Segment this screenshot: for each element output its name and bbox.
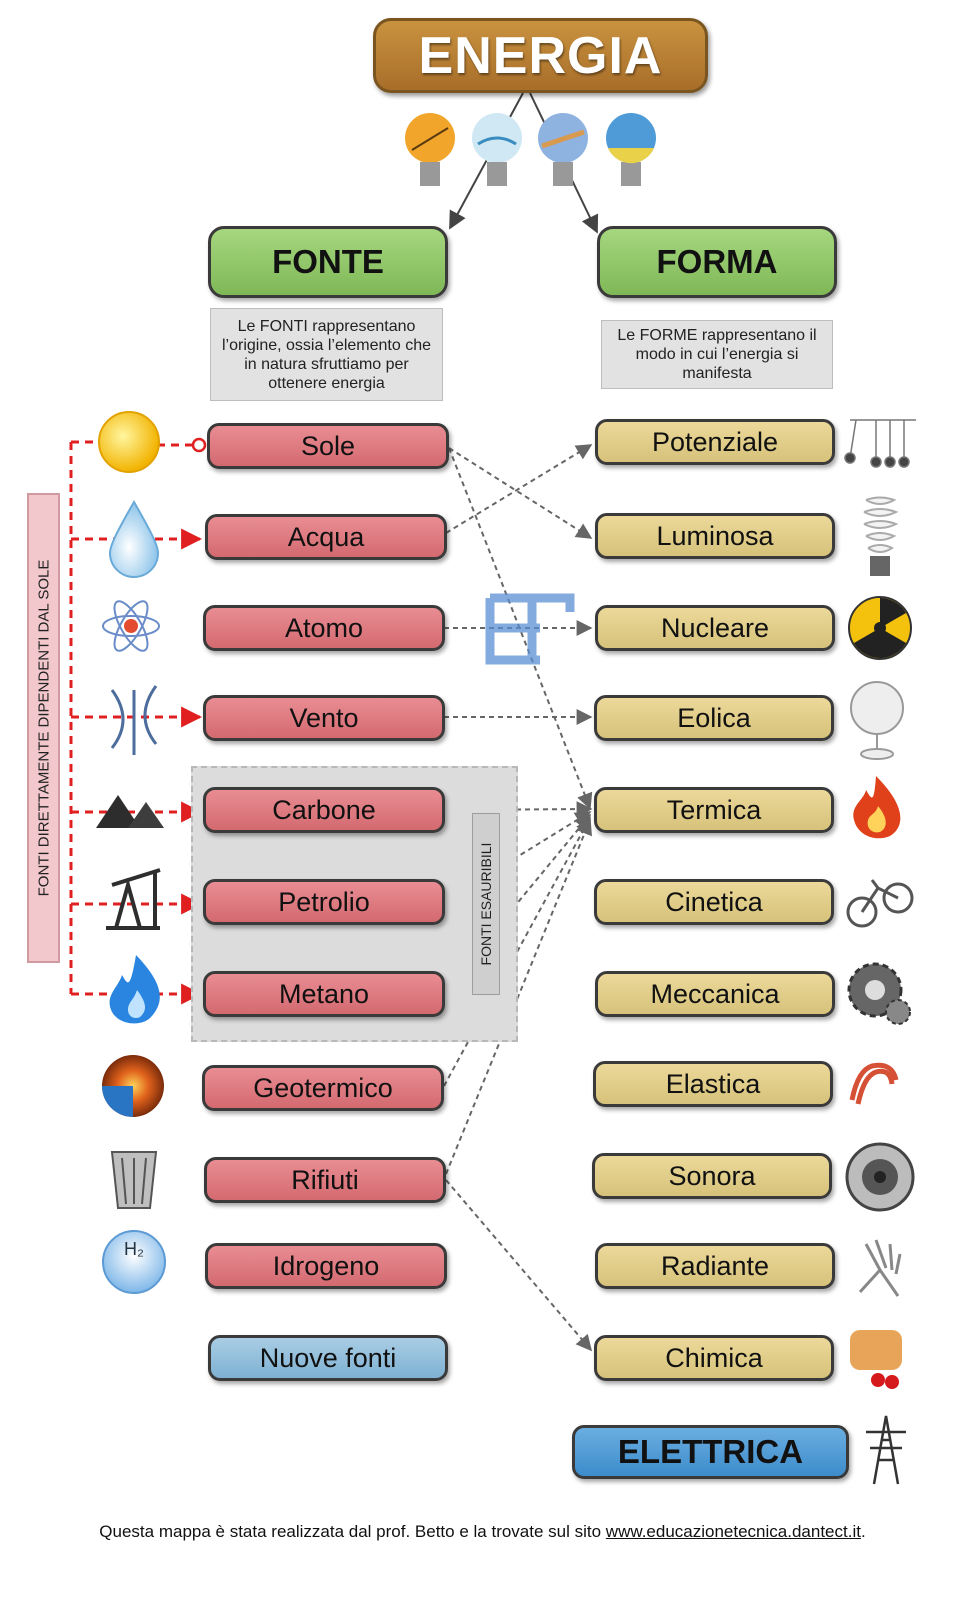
fonte-idrogeno: Idrogeno <box>205 1243 447 1289</box>
fonte-acqua: Acqua <box>205 514 447 560</box>
fire-icon <box>853 776 901 839</box>
wind-turbine-icon <box>110 685 158 755</box>
fonte-description: Le FONTI rappresentano l’origine, ossia … <box>210 308 443 401</box>
water-drop-icon <box>108 499 160 578</box>
forma-sonora: Sonora <box>592 1153 832 1199</box>
forma-radiante: Radiante <box>595 1243 835 1289</box>
fonte-sole: Sole <box>207 423 449 469</box>
bulb-solar-icon <box>405 113 455 186</box>
fonti-dipendenti-sole-text: FONTI DIRETTAMENTE DIPENDENTI DAL SOLE <box>35 559 52 897</box>
fonte-rifiuti: Rifiuti <box>204 1157 446 1203</box>
power-pylon-icon <box>866 1415 906 1485</box>
newton-cradle-icon <box>844 419 916 468</box>
forma-meccanica: Meccanica <box>595 971 835 1017</box>
fonte-petrolio: Petrolio <box>203 879 445 925</box>
sun-icon <box>98 411 160 473</box>
forma-elastica: Elastica <box>593 1061 833 1107</box>
speaker-icon <box>845 1142 915 1212</box>
forma-chimica: Chimica <box>594 1335 834 1381</box>
fan-icon <box>850 681 904 760</box>
forma-header: FORMA <box>597 226 837 298</box>
fonte-header: FONTE <box>208 226 448 298</box>
fonte-metano: Metano <box>203 971 445 1017</box>
footer-text: Questa mappa è stata realizzata dal prof… <box>99 1522 606 1541</box>
forma-elettrica: ELETTRICA <box>572 1425 849 1479</box>
hydrogen-icon: H₂ <box>102 1230 166 1294</box>
gas-flame-icon <box>109 955 160 1024</box>
footer-site-link[interactable]: www.educazionetecnica.dantect.it <box>605 1522 861 1541</box>
fonti-esauribili-label: FONTI ESAURIBILI <box>472 813 500 995</box>
fonte-vento: Vento <box>203 695 445 741</box>
footer-credit: Questa mappa è stata realizzata dal prof… <box>0 1522 965 1542</box>
fonte-atomo: Atomo <box>203 605 445 651</box>
svg-text:H₂: H₂ <box>124 1239 144 1259</box>
ef-watermark-icon <box>485 593 575 665</box>
atom-icon <box>102 600 160 652</box>
nuove-fonti: Nuove fonti <box>208 1335 448 1381</box>
bulb-field-icon <box>606 113 656 186</box>
forma-luminosa: Luminosa <box>595 513 835 559</box>
spring-icon <box>849 1062 899 1105</box>
forma-termica: Termica <box>594 787 834 833</box>
cfl-bulb-icon <box>863 496 899 576</box>
forma-eolica: Eolica <box>594 695 834 741</box>
bulb-panels-icon <box>538 113 588 186</box>
trash-bin-icon <box>110 1151 158 1209</box>
sun-dependency-connector <box>69 440 203 1005</box>
forma-nucleare: Nucleare <box>595 605 835 651</box>
bicycle-icon <box>846 879 914 928</box>
fonte-carbone: Carbone <box>203 787 445 833</box>
radiation-icon <box>848 596 912 660</box>
food-icon <box>850 1330 902 1389</box>
forma-description: Le FORME rappresentano il modo in cui l’… <box>601 320 833 389</box>
forma-cinetica: Cinetica <box>594 879 834 925</box>
footer-end: . <box>860 1522 866 1541</box>
energia-title: ENERGIA <box>373 18 708 93</box>
coal-icon <box>96 795 164 828</box>
gears-icon <box>847 962 911 1025</box>
earth-core-icon <box>102 1055 164 1117</box>
forma-potenziale: Potenziale <box>595 419 835 465</box>
bulb-water-icon <box>472 113 522 186</box>
oil-pump-icon <box>106 868 161 930</box>
fonti-esauribili-text: FONTI ESAURIBILI <box>478 842 494 966</box>
xray-hand-icon <box>858 1239 902 1297</box>
fonti-dipendenti-sole-label: FONTI DIRETTAMENTE DIPENDENTI DAL SOLE <box>27 493 60 963</box>
fonte-geotermico: Geotermico <box>202 1065 444 1111</box>
